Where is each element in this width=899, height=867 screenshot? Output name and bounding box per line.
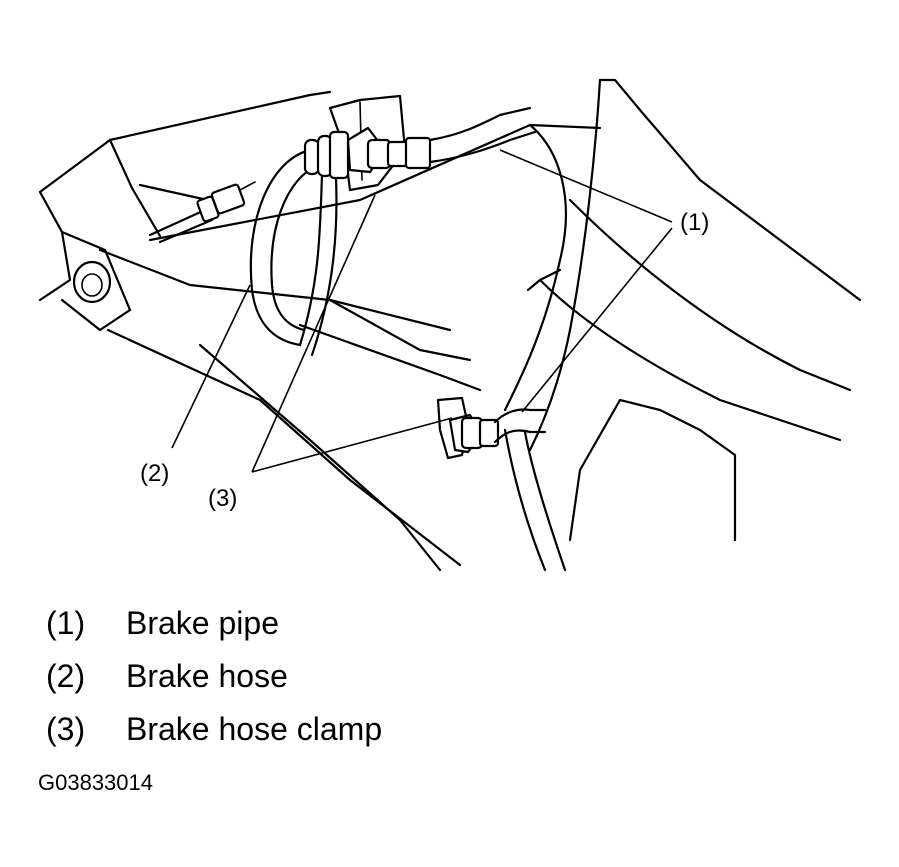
legend-item: (1) Brake pipe	[46, 596, 382, 649]
lower-bracket	[436, 396, 500, 460]
legend-number: (1)	[46, 604, 86, 641]
figure-code: G03833014	[38, 770, 153, 795]
legend-number: (2)	[46, 657, 86, 694]
legend-item: (2) Brake hose	[46, 649, 382, 702]
legend-number: (3)	[46, 710, 86, 747]
legend-item: (3) Brake hose clamp	[46, 702, 382, 755]
callout-3: (3)	[208, 485, 237, 512]
legend-label: Brake pipe	[126, 604, 279, 641]
callout-1: (1)	[680, 209, 709, 236]
legend-label: Brake hose clamp	[126, 710, 383, 747]
brake-pipe-upper	[428, 106, 537, 164]
wheel-housing-outline	[503, 78, 862, 542]
brake-line-illustration: (1) (2) (3)	[38, 78, 862, 572]
parts-legend: (1) Brake pipe (2) Brake hose (3) Brake …	[46, 596, 382, 755]
cable-fitting	[148, 181, 256, 244]
brake-hose	[249, 148, 338, 357]
legend-label: Brake hose	[126, 657, 288, 694]
mounting-hole	[72, 260, 112, 304]
upper-hose-fitting	[303, 126, 432, 180]
callout-2: (2)	[140, 460, 169, 487]
leader-lines	[171, 149, 673, 473]
brake-pipe-lower	[493, 408, 567, 572]
